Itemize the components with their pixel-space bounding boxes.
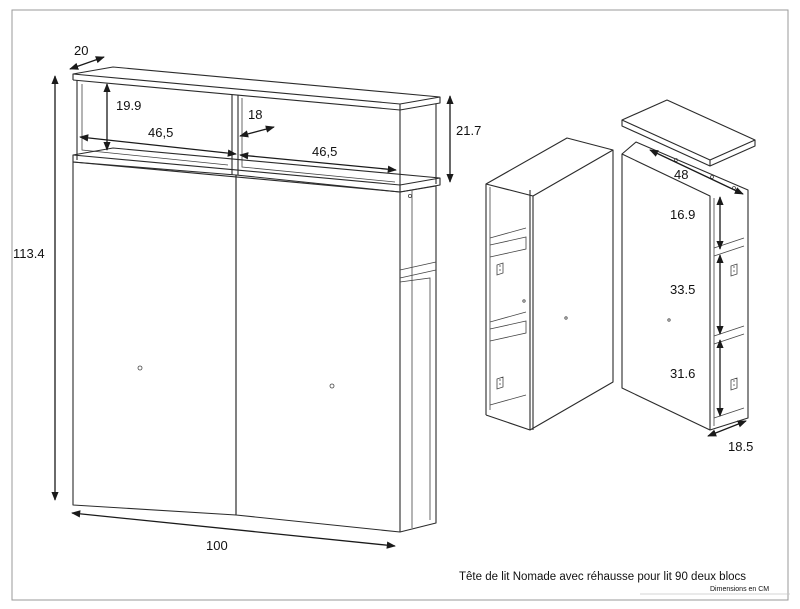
dimension-depth-top: 20 xyxy=(69,43,105,70)
label-block-width: 48 xyxy=(674,167,688,182)
caption-title: Tête de lit Nomade avec réhausse pour li… xyxy=(459,571,746,583)
label-total-height: 113.4 xyxy=(13,246,45,261)
label-niche-height: 19.9 xyxy=(116,98,141,113)
caption-units: Dimensions en CM xyxy=(710,586,769,593)
dimension-shelf-1: 16.9 xyxy=(670,196,724,250)
dimension-total-height: 113.4 xyxy=(13,75,59,501)
dimension-shelf-2: 33.5 xyxy=(670,254,724,335)
label-shelf-3: 31.6 xyxy=(670,366,695,381)
label-shelf-2: 33.5 xyxy=(670,282,695,297)
dimension-divider-gap: 18 xyxy=(239,107,275,138)
dimension-block-depth: 18.5 xyxy=(707,420,753,454)
dimension-block-width: 48 xyxy=(649,149,744,195)
block-left xyxy=(485,137,614,431)
dimension-niche-width-left: 46,5 xyxy=(79,125,237,157)
dimension-rehausse-height: 21.7 xyxy=(446,95,481,183)
label-total-width: 100 xyxy=(206,538,228,553)
label-niche-width-right: 46,5 xyxy=(312,144,337,159)
label-shelf-1: 16.9 xyxy=(670,207,695,222)
drawing-frame xyxy=(11,9,789,601)
label-depth-top: 20 xyxy=(74,43,88,58)
dimension-shelf-3: 31.6 xyxy=(670,339,724,417)
headboard-assembled xyxy=(72,66,441,533)
label-divider-gap: 18 xyxy=(248,107,262,122)
label-niche-width-left: 46,5 xyxy=(148,125,173,140)
label-rehausse-height: 21.7 xyxy=(456,123,481,138)
label-block-depth: 18.5 xyxy=(728,439,753,454)
dimension-niche-width-right: 46,5 xyxy=(239,144,397,173)
dimension-total-width: 100 xyxy=(71,510,396,553)
